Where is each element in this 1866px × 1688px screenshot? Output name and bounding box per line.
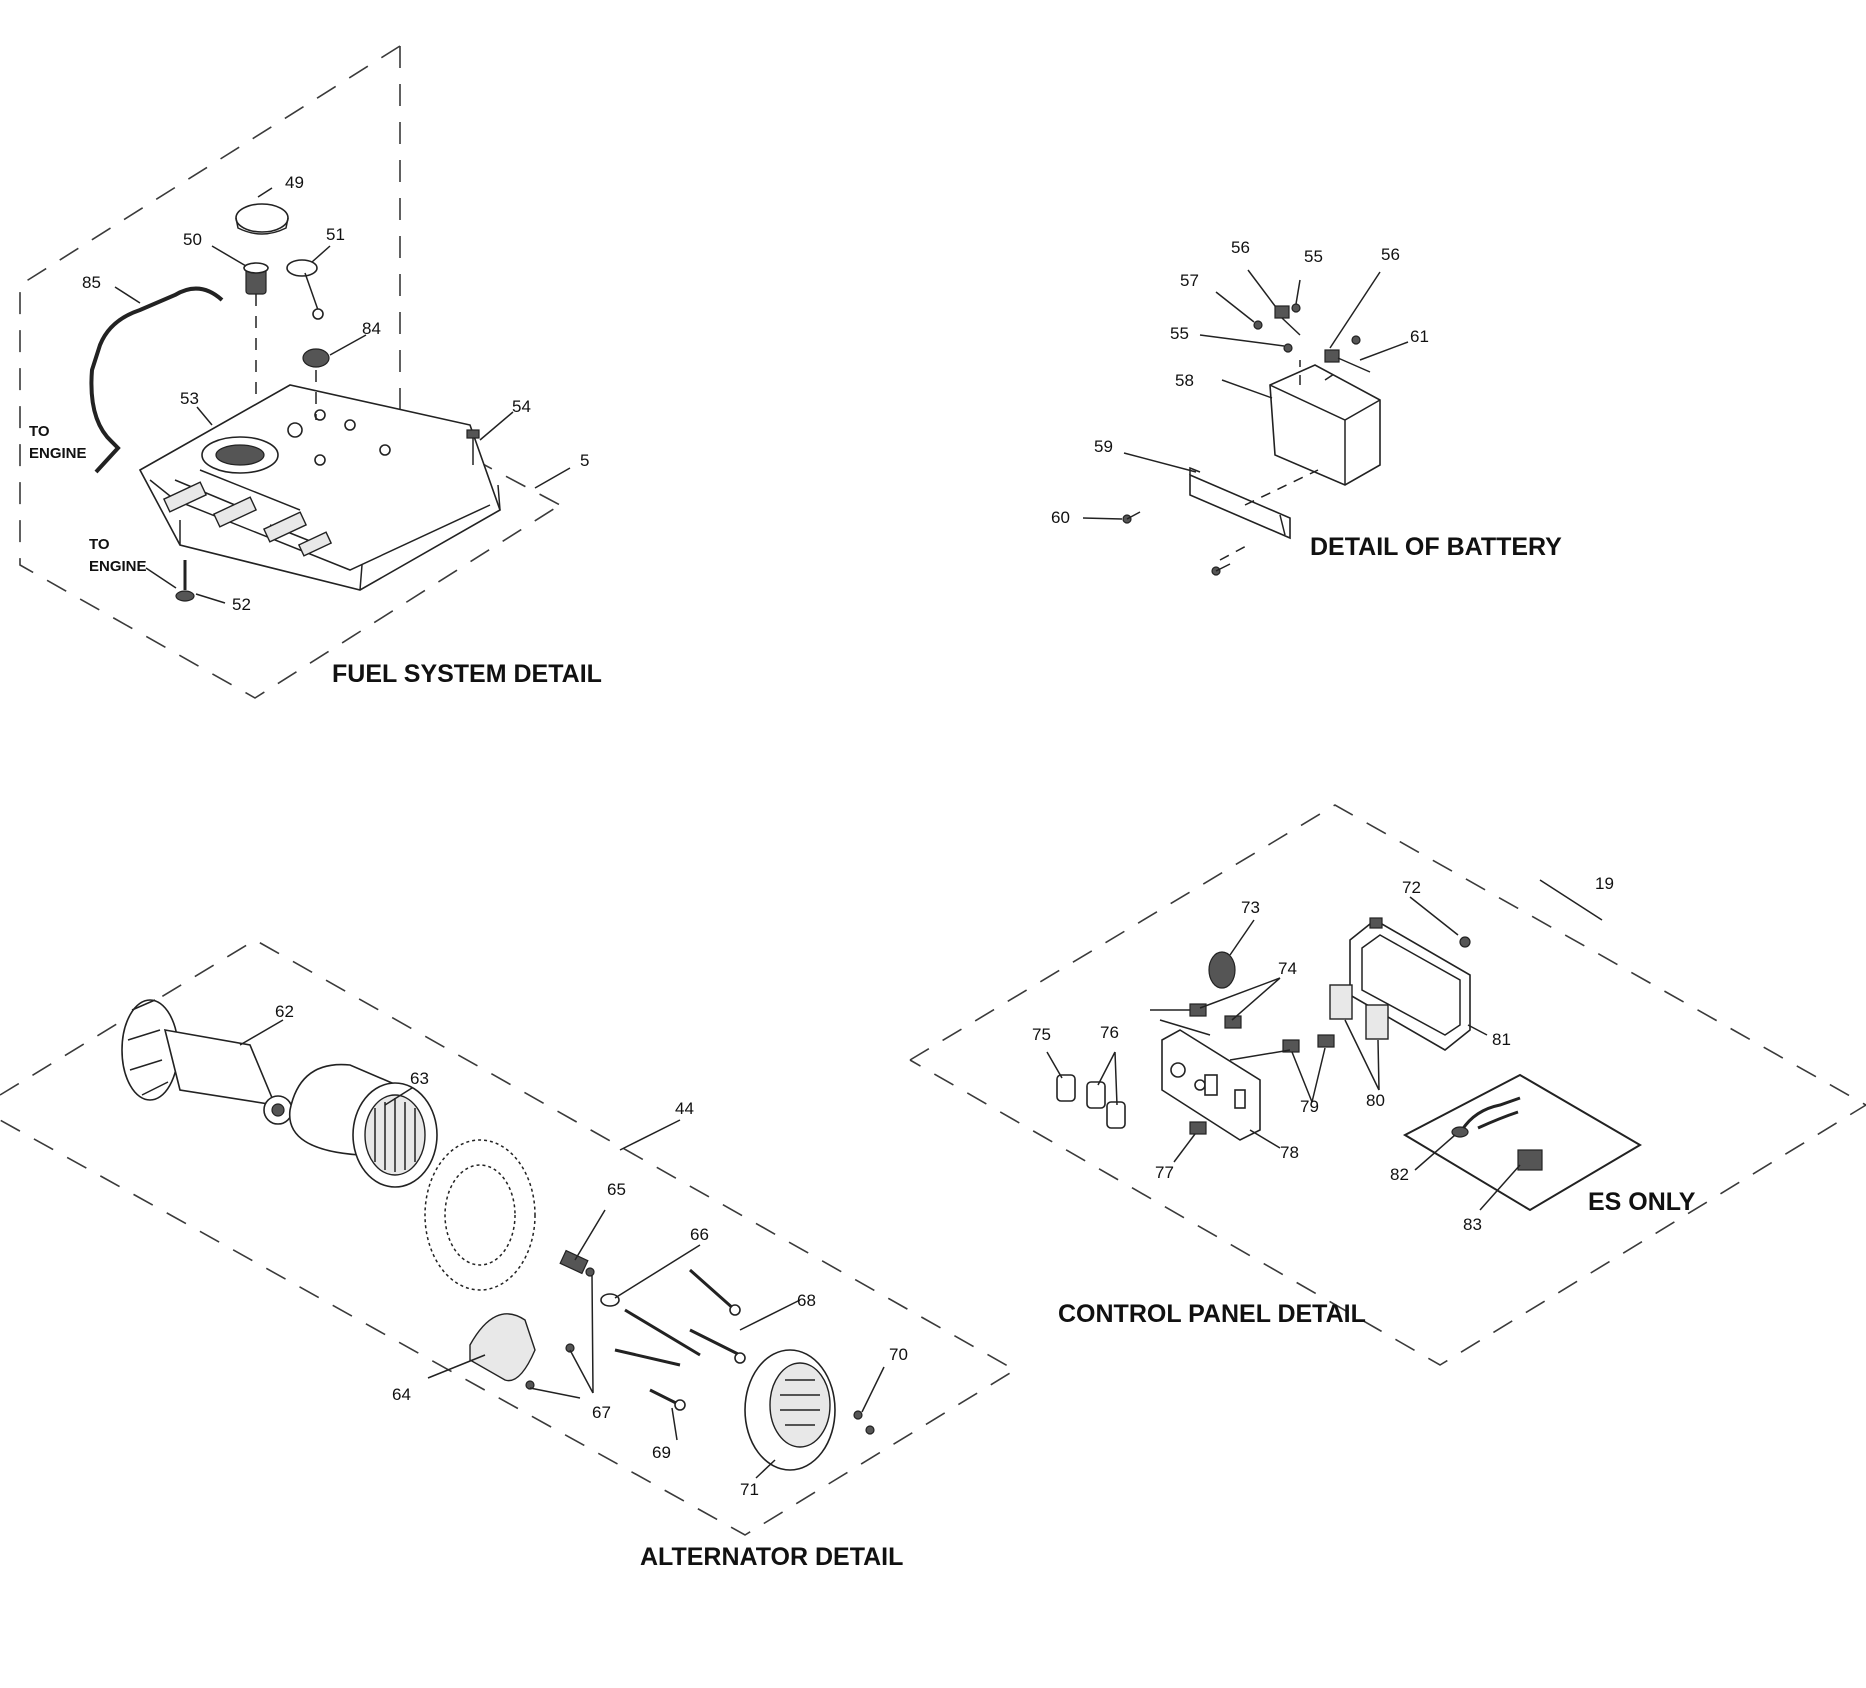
tank-grommet <box>302 348 330 368</box>
circuit-breaker-1 <box>1189 1003 1207 1017</box>
battery <box>1269 364 1381 486</box>
callout-58: 58 <box>1175 371 1194 390</box>
callout-82: 82 <box>1390 1165 1409 1184</box>
battery-terminal-positive <box>1274 305 1290 319</box>
fuel-hose <box>89 286 224 474</box>
control-panel-group: 73 74 75 76 81 72 19 79 80 77 78 82 83 E… <box>909 804 1866 1366</box>
callout-44: 44 <box>675 1099 694 1118</box>
starter-wire <box>1460 1096 1521 1131</box>
callout-55a: 55 <box>1304 247 1323 266</box>
callout-84: 84 <box>362 319 381 338</box>
callout-51: 51 <box>326 225 345 244</box>
fuel-system-group: 49 50 51 85 84 53 54 5 52 TO ENGINE TO E… <box>19 45 602 699</box>
callout-72: 72 <box>1402 878 1421 897</box>
callout-70: 70 <box>889 1345 908 1364</box>
battery-group: 56 55 56 57 55 61 58 59 60 DETAIL OF BAT… <box>1051 238 1562 576</box>
note-to-engine-2b: ENGINE <box>89 558 147 575</box>
callout-67: 67 <box>592 1403 611 1422</box>
callout-19: 19 <box>1595 874 1614 893</box>
callout-65: 65 <box>607 1180 626 1199</box>
callout-78: 78 <box>1280 1143 1299 1162</box>
outlet-cover-2 <box>1086 1081 1106 1109</box>
callout-5: 5 <box>580 451 589 470</box>
section-title-battery: DETAIL OF BATTERY <box>1310 533 1562 561</box>
callout-53: 53 <box>180 389 199 408</box>
callout-73: 73 <box>1241 898 1260 917</box>
callout-69: 69 <box>652 1443 671 1462</box>
toggle-switch <box>1189 1121 1207 1135</box>
outlet-cover-3 <box>1106 1101 1126 1129</box>
alternator-group: 62 63 44 65 66 68 70 64 67 69 71 ALTERNA… <box>0 939 1017 1571</box>
callout-57: 57 <box>1180 271 1199 290</box>
callout-59: 59 <box>1094 437 1113 456</box>
alternator-cover <box>469 1313 536 1382</box>
callout-80: 80 <box>1366 1091 1385 1110</box>
callout-63: 63 <box>410 1069 429 1088</box>
section-title-fuel: FUEL SYSTEM DETAIL <box>332 660 602 688</box>
callout-60: 60 <box>1051 508 1070 527</box>
callout-64: 64 <box>392 1385 411 1404</box>
outlet-2 <box>1365 1004 1389 1040</box>
callout-74: 74 <box>1278 959 1297 978</box>
callout-55b: 55 <box>1170 324 1189 343</box>
washer <box>600 1293 620 1307</box>
callout-76: 76 <box>1100 1023 1119 1042</box>
choke-knob <box>1208 951 1236 989</box>
receptacle-2 <box>1317 1034 1335 1048</box>
callout-54: 54 <box>512 397 531 416</box>
control-panel-boundary <box>909 804 1866 1366</box>
brush-holder <box>559 1249 589 1275</box>
callout-66: 66 <box>690 1225 709 1244</box>
callout-50: 50 <box>183 230 202 249</box>
callout-83: 83 <box>1463 1215 1482 1234</box>
callout-71: 71 <box>740 1480 759 1499</box>
battery-bracket <box>1189 473 1291 540</box>
callout-49: 49 <box>285 173 304 192</box>
section-title-alternator: ALTERNATOR DETAIL <box>640 1543 903 1571</box>
start-switch <box>1517 1149 1543 1171</box>
callout-68: 68 <box>797 1291 816 1310</box>
note-to-engine-2a: TO <box>89 536 110 553</box>
fuel-boundary <box>19 45 561 699</box>
fuel-cap <box>235 203 289 233</box>
section-title-es-only: ES ONLY <box>1588 1188 1696 1216</box>
receptacle-1 <box>1282 1039 1300 1053</box>
callout-61: 61 <box>1410 327 1429 346</box>
note-to-engine-1b: ENGINE <box>29 445 87 462</box>
note-to-engine-1a: TO <box>29 423 50 440</box>
outlet-cover-1 <box>1056 1074 1076 1102</box>
fuel-gauge <box>286 259 318 277</box>
callout-62: 62 <box>275 1002 294 1021</box>
section-title-control: CONTROL PANEL DETAIL <box>1058 1300 1366 1328</box>
callout-52: 52 <box>232 595 251 614</box>
circuit-breaker-2 <box>1224 1015 1242 1029</box>
through-bolts <box>614 1268 741 1407</box>
alternator-boundary <box>0 939 1017 1536</box>
callout-75: 75 <box>1032 1025 1051 1044</box>
es-only-box <box>1402 1073 1642 1212</box>
callout-81: 81 <box>1492 1030 1511 1049</box>
outlet-1 <box>1329 984 1353 1020</box>
callout-56b: 56 <box>1381 245 1400 264</box>
callout-77: 77 <box>1155 1163 1174 1182</box>
callout-79: 79 <box>1300 1097 1319 1116</box>
alternator-rear-housing <box>424 1139 536 1291</box>
battery-terminal-negative <box>1324 349 1340 363</box>
callout-56a: 56 <box>1231 238 1250 257</box>
housing-screw <box>1459 936 1471 948</box>
callout-85: 85 <box>82 273 101 292</box>
